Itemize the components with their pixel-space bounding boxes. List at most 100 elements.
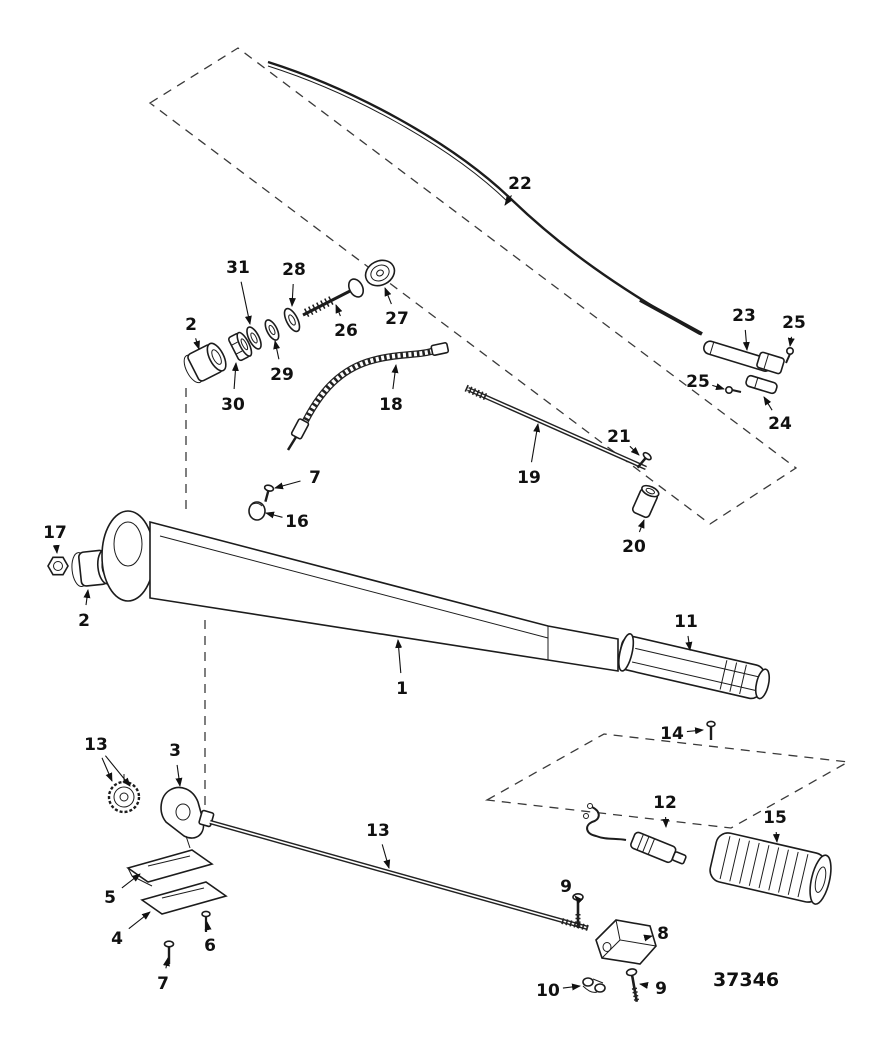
part-11-grip-shaft xyxy=(617,633,771,700)
part-15-grip xyxy=(709,832,832,905)
part-28-washer xyxy=(283,307,301,333)
part-31-lockwasher xyxy=(246,326,262,350)
callout-8: 8 xyxy=(657,924,669,944)
part-1-tiller-arm xyxy=(101,510,619,672)
leader-2b xyxy=(83,589,91,606)
part-13-steering-rod xyxy=(198,809,589,931)
leader-25b xyxy=(712,383,725,390)
callout-21: 21 xyxy=(607,427,631,447)
leader-13a xyxy=(104,755,131,787)
leader-2a xyxy=(193,338,200,350)
leader-9a xyxy=(574,895,583,905)
leader-31 xyxy=(240,281,252,325)
leader-6 xyxy=(204,921,212,931)
callout-30: 30 xyxy=(221,395,245,415)
leader-13a xyxy=(101,757,113,782)
leader-30 xyxy=(231,362,239,390)
callout-18: 18 xyxy=(379,395,403,415)
part-4-friction-plate xyxy=(140,881,228,915)
leader-3 xyxy=(175,764,183,787)
part-24-cable-latch xyxy=(745,374,778,395)
leader-18 xyxy=(391,364,399,390)
leader-16 xyxy=(265,511,283,519)
callout-27: 27 xyxy=(385,309,409,329)
leader-20 xyxy=(637,519,645,533)
leader-13b xyxy=(381,844,391,869)
callout-5: 5 xyxy=(104,888,116,908)
part-2-bushing-upper xyxy=(183,342,227,384)
callout-26: 26 xyxy=(334,321,358,341)
part-25-screw-a xyxy=(785,346,794,364)
leader-4 xyxy=(128,911,151,930)
callout-6: 6 xyxy=(204,936,216,956)
part-13-ratchet xyxy=(107,774,141,814)
part-25-screw-b xyxy=(724,385,742,394)
callout-2a: 2 xyxy=(185,315,197,335)
callout-12: 12 xyxy=(653,793,677,813)
callout-17: 17 xyxy=(43,523,67,543)
part-8-switch-bracket xyxy=(595,919,657,965)
callout-2b: 2 xyxy=(78,611,90,631)
leader-21 xyxy=(629,445,640,456)
phantom-reference-lines xyxy=(148,47,851,829)
part-27-knob xyxy=(364,259,396,287)
leader-19 xyxy=(530,423,541,463)
callout-29: 29 xyxy=(270,365,294,385)
leader-17 xyxy=(52,544,60,554)
callout-7a: 7 xyxy=(309,468,321,488)
leader-1 xyxy=(395,639,403,674)
leader-5 xyxy=(121,873,141,889)
callout-9a: 9 xyxy=(560,877,572,897)
callout-7b: 7 xyxy=(157,974,169,994)
callout-11: 11 xyxy=(674,612,698,632)
part-23-cable-barrel xyxy=(703,340,785,375)
leader-10 xyxy=(562,983,581,991)
part-20-sleeve xyxy=(631,484,660,519)
callout-4: 4 xyxy=(111,929,123,949)
part-number: 37346 xyxy=(713,969,779,991)
leader-9b xyxy=(639,982,649,989)
leader-14 xyxy=(686,727,704,735)
part-14-screw xyxy=(706,720,716,740)
callout-24: 24 xyxy=(768,414,792,434)
leader-28 xyxy=(288,283,296,307)
callout-1: 1 xyxy=(396,679,408,699)
callout-16: 16 xyxy=(285,512,309,532)
leader-15 xyxy=(772,831,780,843)
part-10-clamp xyxy=(582,977,606,993)
part-22-throttle-cable xyxy=(267,60,703,336)
part-7-screw-lower xyxy=(163,940,175,964)
part-5-friction-plate xyxy=(126,849,214,887)
leader-7a xyxy=(274,480,301,490)
callout-13b: 13 xyxy=(366,821,390,841)
part-16-grommet xyxy=(248,501,266,521)
part-30-nut xyxy=(227,331,253,362)
part-18-link-cable xyxy=(286,342,450,451)
part-7-screw-upper xyxy=(263,484,275,502)
callout-14: 14 xyxy=(660,724,684,744)
part-3-swivel-bracket xyxy=(160,786,205,849)
callout-19: 19 xyxy=(517,468,541,488)
part-9-screw-lower xyxy=(625,968,640,1003)
leader-7b xyxy=(162,957,170,969)
leader-23 xyxy=(742,329,750,351)
callout-25a: 25 xyxy=(782,313,806,333)
leader-29 xyxy=(273,340,281,360)
part-19-throttle-rod xyxy=(464,384,647,471)
callout-10: 10 xyxy=(536,981,560,1001)
callout-22: 22 xyxy=(508,174,532,194)
callout-31: 31 xyxy=(226,258,250,278)
part-12-switch-harness xyxy=(583,803,687,865)
part-17-nut xyxy=(47,556,69,576)
callout-28: 28 xyxy=(282,260,306,280)
callout-25b: 25 xyxy=(686,372,710,392)
part-21-screw xyxy=(636,451,652,469)
callout-9b: 9 xyxy=(655,979,667,999)
callout-23: 23 xyxy=(732,306,756,326)
leader-26 xyxy=(335,304,343,317)
leader-8 xyxy=(643,934,653,942)
leader-22 xyxy=(504,195,513,206)
